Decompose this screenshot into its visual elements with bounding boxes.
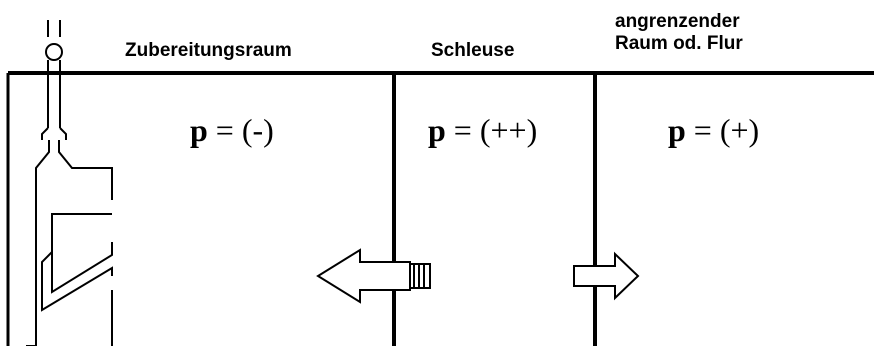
room-label-adjacent-line2: Raum od. Flur [615,33,743,54]
airflow-arrow-left-icon [316,248,431,304]
pressure-symbol: p [428,112,446,148]
room-label-adjacent: angrenzender Raum od. Flur [615,11,743,55]
room-label-adjacent-line1: angrenzender [615,11,740,32]
pressure-label-airlock: p = (++) [428,112,537,149]
room-label-preparation: Zubereitungsraum [125,40,292,61]
pressure-value: = (+) [693,112,760,148]
clean-bench-icon [26,20,113,346]
pressure-symbol: p [668,112,686,148]
pressure-label-preparation: p = (-) [190,112,274,149]
pressure-value: = (-) [215,112,274,148]
pressure-value: = (++) [453,112,538,148]
room-label-airlock: Schleuse [431,40,515,61]
airflow-arrow-right-icon [573,251,640,301]
pressure-symbol: p [190,112,208,148]
pressure-label-adjacent: p = (+) [668,112,759,149]
